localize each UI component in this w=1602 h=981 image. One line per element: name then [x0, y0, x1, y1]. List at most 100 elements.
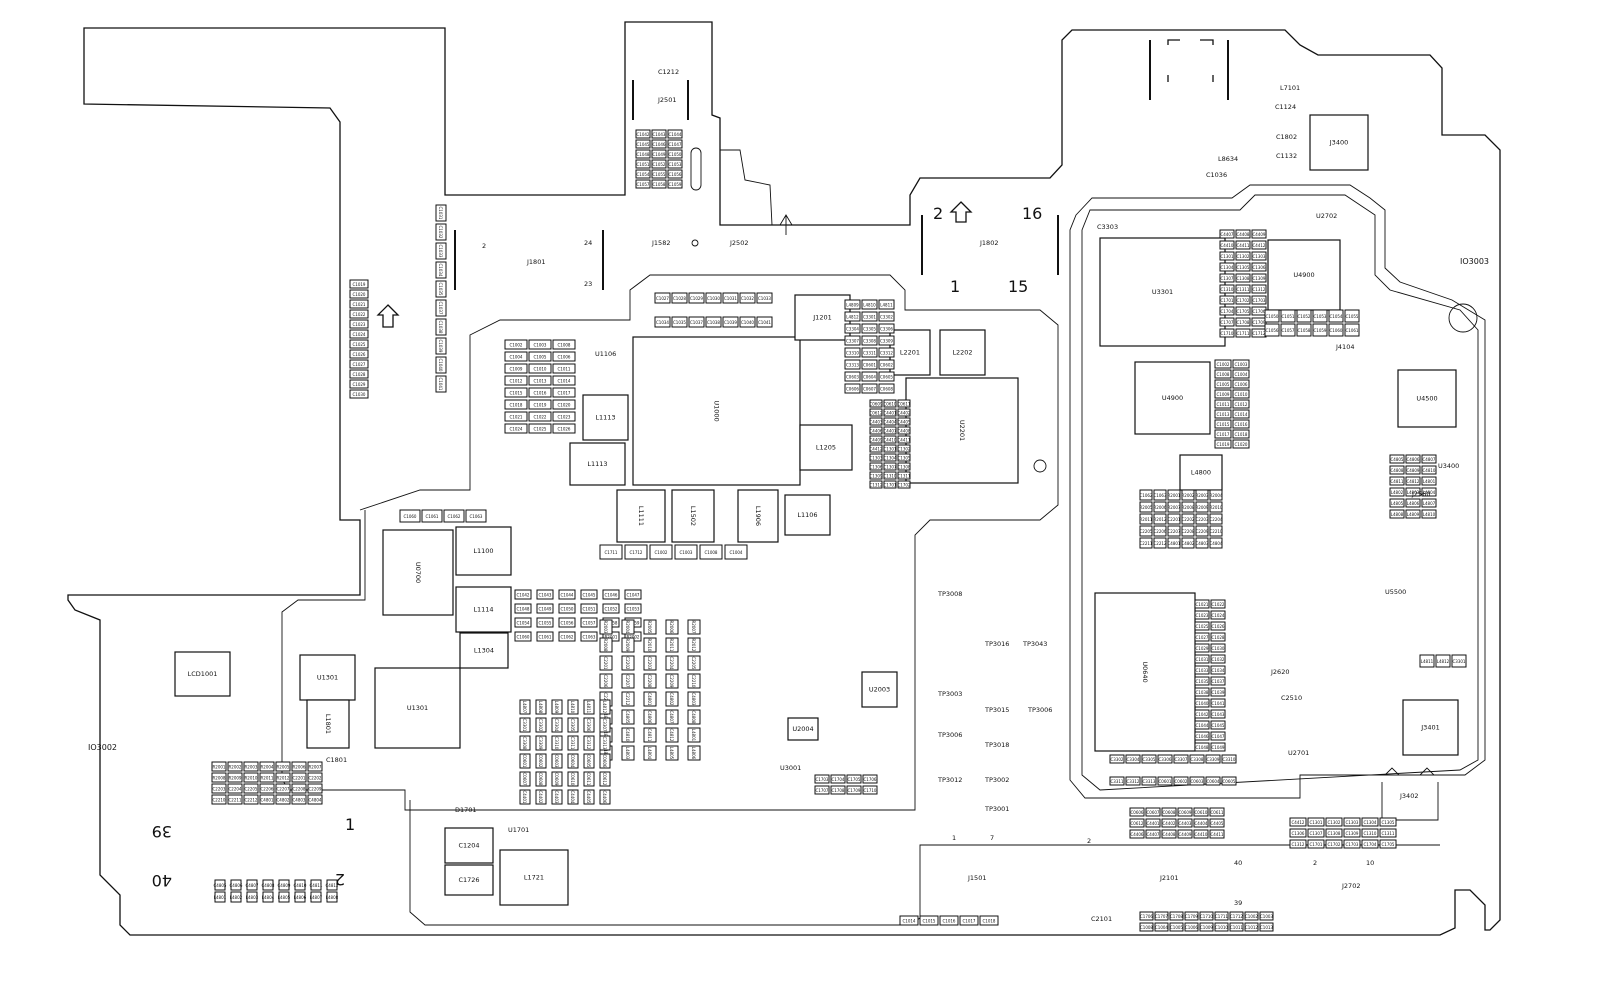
- passive-body: [878, 347, 895, 358]
- passive-label: C1003: [534, 342, 547, 347]
- passive-label: C1008: [558, 342, 571, 347]
- passive-component: C1035: [671, 316, 688, 328]
- passive-body: [643, 709, 657, 725]
- passive-label: C1706: [1253, 309, 1266, 314]
- passive-body: [421, 509, 443, 523]
- passive-component: L4803: [621, 745, 635, 761]
- passive-body: [1125, 754, 1141, 764]
- passive-label: L4801: [1423, 479, 1436, 484]
- arrow-up: [779, 214, 793, 235]
- passive-body: [1210, 676, 1226, 686]
- passive-component: R2012: [275, 772, 291, 783]
- passive-body: [504, 387, 528, 398]
- passive-body: [861, 335, 878, 346]
- passive-label: C1022: [1212, 602, 1225, 607]
- passive-label: C4805: [625, 711, 630, 724]
- passive-component: R2006: [291, 761, 307, 772]
- passive-component: C0602: [878, 359, 895, 370]
- passive-component: C3313: [1141, 776, 1157, 786]
- passive-label: C1026: [1212, 624, 1225, 629]
- passive-component: R2011: [665, 637, 679, 653]
- component-u4990: U4900: [1267, 239, 1341, 311]
- passive-component: C4808: [687, 709, 701, 725]
- passive-component: L4810: [861, 299, 878, 310]
- passive-component: C1045: [635, 139, 651, 149]
- passive-label: C1306: [1253, 265, 1266, 270]
- passive-body: [1235, 328, 1251, 338]
- passive-body: [1129, 829, 1145, 839]
- passive-component: C1022: [1210, 599, 1226, 609]
- passive-label: C1013: [534, 378, 547, 383]
- label-t-c1036: C1036: [1206, 171, 1227, 179]
- passive-label: C1048: [1196, 745, 1209, 750]
- passive-body: [528, 375, 552, 386]
- passive-component: C1305: [1235, 262, 1251, 272]
- label-t-j2620: J2620: [1270, 668, 1289, 676]
- passive-label: C4804: [603, 711, 608, 724]
- component-l1114: L1114: [455, 586, 512, 633]
- passive-body: [814, 774, 830, 784]
- passive-label: C0612: [1131, 821, 1144, 826]
- passive-label: C1012: [1235, 402, 1248, 407]
- passive-component: C1306: [1251, 262, 1267, 272]
- passive-label: C1004: [510, 354, 523, 359]
- passive-body: [1145, 829, 1161, 839]
- passive-label: C0603: [1191, 779, 1204, 784]
- passive-body: [861, 383, 878, 394]
- passive-label: C4410: [1195, 832, 1208, 837]
- passive-body: [1195, 525, 1209, 537]
- passive-body: [1307, 828, 1325, 838]
- passive-component: C0612: [869, 408, 883, 417]
- passive-component: C1011: [1214, 399, 1232, 409]
- passive-body: [580, 631, 598, 642]
- passive-component: C2208: [291, 783, 307, 794]
- passive-body: [275, 761, 291, 772]
- passive-component: C3313: [599, 735, 611, 751]
- passive-component: C2210: [687, 673, 701, 689]
- passive-component: C1304: [883, 453, 897, 462]
- passive-label: C1056: [669, 172, 682, 177]
- passive-label: C4801: [647, 693, 652, 706]
- passive-component: L4805: [1389, 498, 1405, 508]
- passive-body: [862, 785, 878, 795]
- passive-label: C3307: [602, 719, 607, 732]
- passive-label: C4809: [603, 729, 608, 742]
- passive-body: [349, 319, 369, 329]
- label-t-n1c: 1: [952, 834, 956, 842]
- passive-label: C4405: [898, 419, 911, 424]
- passive-component: C0607: [519, 771, 531, 787]
- passive-body: [519, 771, 531, 787]
- passive-component: C1005: [1214, 379, 1232, 389]
- label-t-c1801: C1801: [326, 756, 347, 764]
- passive-component: C1306: [869, 462, 883, 471]
- passive-label: C1043: [1212, 712, 1225, 717]
- passive-body: [667, 149, 683, 159]
- passive-label: C1025: [534, 426, 547, 431]
- passive-label: C4809: [278, 883, 291, 888]
- label-t-tp3003: TP3003: [937, 690, 962, 698]
- passive-label: C1032: [438, 226, 443, 239]
- passive-component: L4810: [567, 699, 579, 715]
- passive-body: [275, 772, 291, 783]
- passive-body: [528, 363, 552, 374]
- passive-body: [1139, 537, 1153, 549]
- passive-component: C3311: [567, 735, 579, 751]
- passive-label: R2011: [1140, 517, 1153, 522]
- passive-label: L4812: [846, 314, 859, 319]
- passive-component: C1002: [504, 339, 528, 350]
- passive-component: C1308: [1325, 828, 1343, 838]
- passive-label: C1027: [353, 362, 366, 367]
- passive-component: C0602: [535, 753, 547, 769]
- passive-component: L4801: [687, 727, 701, 743]
- component-label: J3401: [1420, 724, 1439, 732]
- passive-component: L4807: [519, 699, 531, 715]
- passive-label: C1055: [653, 172, 666, 177]
- label-t-j1501: J1501: [967, 874, 986, 882]
- passive-label: R2002: [1182, 493, 1195, 498]
- passive-component: C0605: [583, 753, 595, 769]
- label-t-n2b: 2: [335, 870, 345, 889]
- passive-label: C4401: [884, 410, 897, 415]
- connector-bracket: [1167, 39, 1214, 82]
- passive-body: [262, 891, 274, 903]
- passive-component: C1043: [536, 589, 554, 600]
